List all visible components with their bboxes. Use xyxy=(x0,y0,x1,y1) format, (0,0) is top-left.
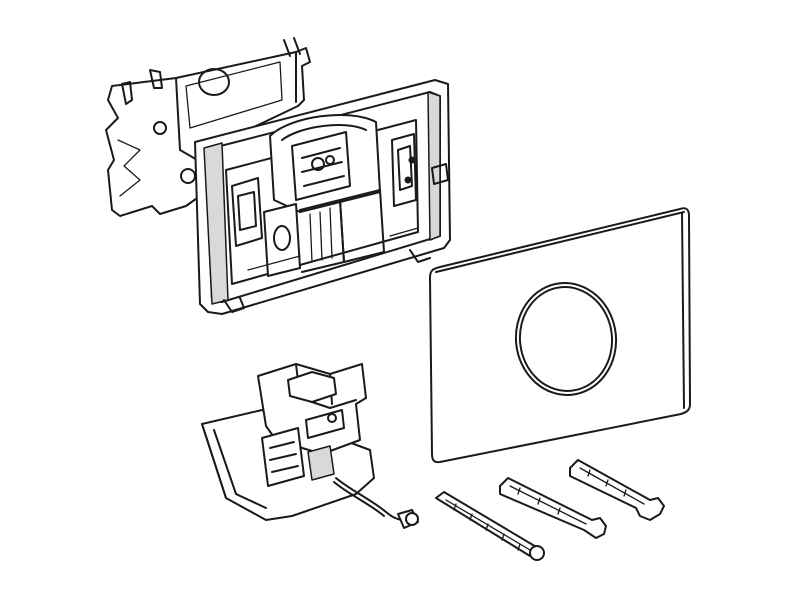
mounting-bracket xyxy=(105,37,311,217)
actuating-rods xyxy=(435,459,665,561)
actuating-rod-1 xyxy=(435,491,545,561)
actuating-rod-3 xyxy=(569,459,665,521)
actuating-rod-2 xyxy=(499,477,607,539)
mounting-frame xyxy=(194,79,451,315)
sensor-module xyxy=(201,363,419,529)
cover-plate xyxy=(429,207,691,464)
